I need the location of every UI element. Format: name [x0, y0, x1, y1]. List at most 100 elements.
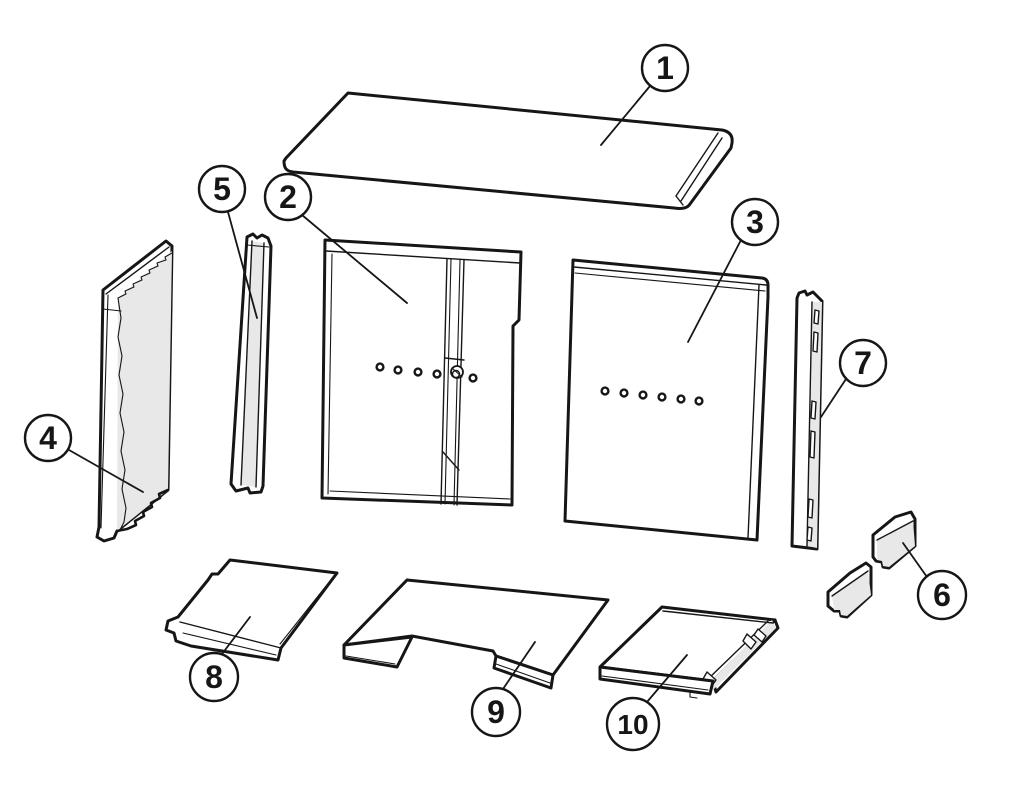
- part-3-outline: [563, 258, 770, 542]
- part-4-top-scallop: [117, 252, 173, 299]
- part-6-block-upper: [871, 510, 917, 570]
- part-3-right-band: [747, 284, 760, 539]
- part-2-channel-diagonal: [442, 451, 460, 471]
- leader-line-10: [646, 654, 688, 703]
- leader-line-1: [600, 85, 651, 146]
- part-8-top-face-front-edge: [179, 621, 282, 649]
- part-7-slot: [810, 400, 817, 420]
- callout-2: 2: [263, 172, 313, 222]
- part-7-slot: [806, 526, 813, 542]
- part-3-hole: [638, 390, 648, 400]
- part-3-front-panel-right: [563, 258, 770, 542]
- callout-1-circle: [640, 43, 690, 93]
- part-4-tick: [102, 308, 122, 312]
- leader-line-8: [221, 616, 251, 655]
- part-2-screw: [450, 365, 464, 379]
- part-2-channel-right: [456, 259, 465, 506]
- part-6-block-lower: [826, 561, 873, 619]
- callout-3-circle: [730, 197, 780, 247]
- part-2-channel-divider: [444, 357, 465, 361]
- part-9-front-face-right: [492, 654, 555, 690]
- part-2-hole: [468, 373, 478, 383]
- part-1-edge-lip-3: [675, 195, 684, 206]
- part-6-corner-blocks: [826, 510, 917, 619]
- callout-10-circle: [605, 696, 661, 752]
- part-8-outline: [164, 558, 339, 662]
- callouts: 1 2 3 4 5 6 7 8: [23, 43, 968, 752]
- part-10-front-face-line: [601, 675, 709, 691]
- part-5-face-line-right: [255, 242, 265, 488]
- part-5-face-line-left: [240, 240, 253, 486]
- part-7-slot: [812, 331, 819, 353]
- leader-line-2: [301, 214, 408, 304]
- part-3-top-band: [573, 266, 767, 286]
- part-7-band-line: [806, 301, 813, 547]
- callout-10: 10: [605, 696, 661, 752]
- callout-7-number: 7: [854, 345, 872, 381]
- callout-4-number: 4: [39, 420, 57, 456]
- part-4-bottom-scallop: [115, 488, 170, 533]
- part-10-rail-clip: [742, 633, 757, 650]
- part-7-slot: [807, 498, 814, 519]
- part-4-left-inner-line: [100, 294, 109, 529]
- part-9-front-face-left-line: [345, 655, 396, 665]
- callout-7-circle: [838, 338, 888, 388]
- part-8-right-edge-line: [279, 575, 335, 645]
- part-2-channel-left: [440, 258, 448, 505]
- part-10-bottom-board-right: [598, 605, 780, 699]
- part-3-hole: [676, 394, 686, 404]
- part-7-slot: [809, 430, 816, 459]
- part-3-hole: [694, 396, 704, 406]
- callout-6: 6: [916, 569, 968, 621]
- part-2-hole: [432, 369, 442, 379]
- part-10-front-step: [689, 691, 698, 699]
- part-1-edge-lip: [675, 132, 719, 197]
- part-2-bottom-inner-line: [329, 490, 511, 500]
- callout-5-circle: [197, 164, 247, 214]
- callout-6-number: 6: [933, 577, 951, 613]
- callout-3-number: 3: [746, 204, 764, 240]
- part-2-channel-right-inner: [453, 259, 461, 506]
- part-8-bottom-board-left: [164, 558, 339, 662]
- part-3-hole: [657, 392, 667, 402]
- part-5-cap-line: [246, 244, 270, 248]
- part-3-hole: [600, 386, 610, 396]
- part-2-hole: [375, 362, 385, 372]
- part-1-edge-lip-2: [680, 137, 723, 202]
- part-9-front-face-left: [342, 635, 414, 669]
- part-3-hole: [619, 388, 629, 398]
- callout-8-number: 8: [205, 659, 223, 695]
- callout-4: 4: [23, 413, 73, 463]
- callout-6-circle: [916, 569, 968, 621]
- callout-4-circle: [23, 413, 73, 463]
- part-4-side-insulation-panel: [95, 239, 174, 543]
- part-2-top-band: [325, 250, 521, 264]
- part-7-right-trim-strip: [790, 289, 824, 551]
- part-9-front-face-right-line: [495, 663, 551, 684]
- part-2-channel-left-inner: [444, 258, 452, 505]
- callout-10-number: 10: [617, 709, 648, 740]
- leader-line-4: [68, 449, 144, 493]
- callout-8-circle: [188, 651, 240, 703]
- leader-line-3: [687, 239, 742, 343]
- callout-1-number: 1: [656, 50, 674, 86]
- callout-9-number: 9: [487, 694, 505, 730]
- callout-7: 7: [838, 338, 888, 388]
- part-10-back-edge-line: [662, 610, 774, 624]
- callout-5: 5: [197, 164, 247, 214]
- leader-line-7: [820, 378, 847, 418]
- callout-5-number: 5: [213, 171, 231, 207]
- callout-9-circle: [470, 686, 522, 738]
- part-5-left-trim-strip: [229, 232, 273, 495]
- callout-3: 3: [730, 197, 780, 247]
- part-2-hole: [413, 367, 423, 377]
- part-7-slot: [813, 309, 820, 325]
- part-4-shaded-face: [117, 251, 172, 531]
- leader-line-5: [227, 211, 258, 319]
- leader-line-9: [502, 641, 536, 690]
- callout-2-number: 2: [279, 179, 297, 215]
- part-1-outline: [282, 91, 734, 210]
- callout-1: 1: [640, 43, 690, 93]
